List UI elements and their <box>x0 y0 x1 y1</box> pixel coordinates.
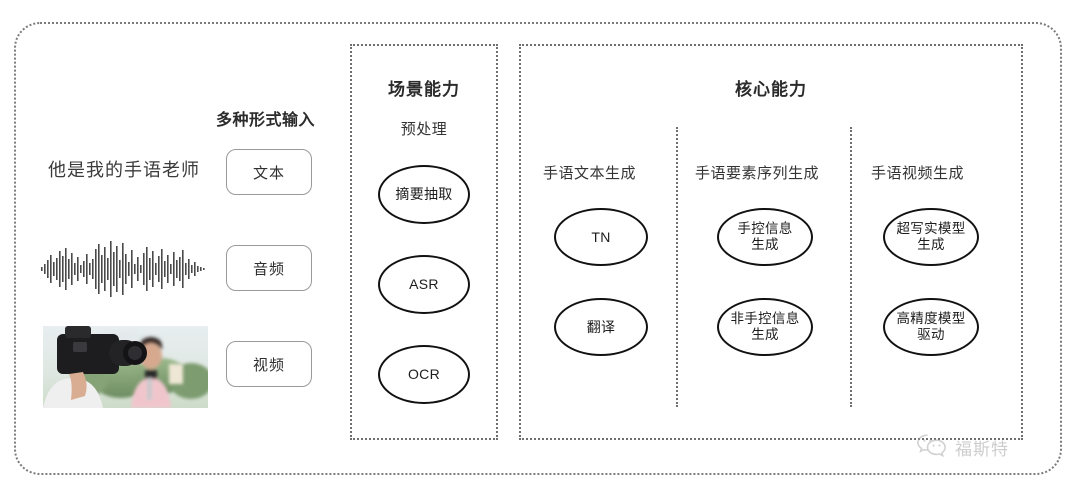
node-tn[interactable]: TN <box>554 208 648 266</box>
watermark-text: 福斯特 <box>955 440 1009 459</box>
node-non-manual-feature-generation[interactable]: 非手控信息 生成 <box>717 298 813 356</box>
core-column-label-sign-element-sequence-generation: 手语要素序列生成 <box>695 165 820 182</box>
node-ocr[interactable]: OCR <box>378 345 470 404</box>
scene-panel-title: 场景能力 <box>388 80 460 99</box>
core-column-divider-1 <box>676 127 678 407</box>
input-chip-text[interactable]: 文本 <box>226 149 312 195</box>
core-column-label-sign-text-generation: 手语文本生成 <box>543 165 637 182</box>
node-photorealistic-model-generation[interactable]: 超写实模型 生成 <box>883 208 979 266</box>
node-manual-feature-generation[interactable]: 手控信息 生成 <box>717 208 813 266</box>
core-panel-title: 核心能力 <box>735 80 807 99</box>
core-column-label-sign-video-generation: 手语视频生成 <box>871 165 965 182</box>
core-column-divider-2 <box>850 127 852 407</box>
core-capability-panel: 核心能力 手语文本生成 TN 翻译 手语要素序列生成 手控信息 生成 非手控信息… <box>519 44 1023 440</box>
audio-waveform-icon <box>40 238 210 300</box>
scene-capability-panel: 场景能力 预处理 摘要抽取 ASR OCR <box>350 44 498 440</box>
watermark: 福斯特 <box>915 432 1009 463</box>
input-chip-video[interactable]: 视频 <box>226 341 312 387</box>
node-translation[interactable]: 翻译 <box>554 298 648 356</box>
input-chip-audio[interactable]: 音频 <box>226 245 312 291</box>
node-asr[interactable]: ASR <box>378 255 470 314</box>
diagram-outer-frame <box>14 22 1062 475</box>
node-summary-extraction[interactable]: 摘要抽取 <box>378 165 470 224</box>
sample-sentence-text: 他是我的手语老师 <box>48 160 200 180</box>
scene-group-label: 预处理 <box>400 121 448 138</box>
node-high-precision-model-driving[interactable]: 高精度模型 驱动 <box>883 298 979 356</box>
wechat-logo-icon <box>915 432 949 463</box>
video-thumbnail <box>43 326 208 408</box>
multi-input-header: 多种形式输入 <box>216 112 316 129</box>
